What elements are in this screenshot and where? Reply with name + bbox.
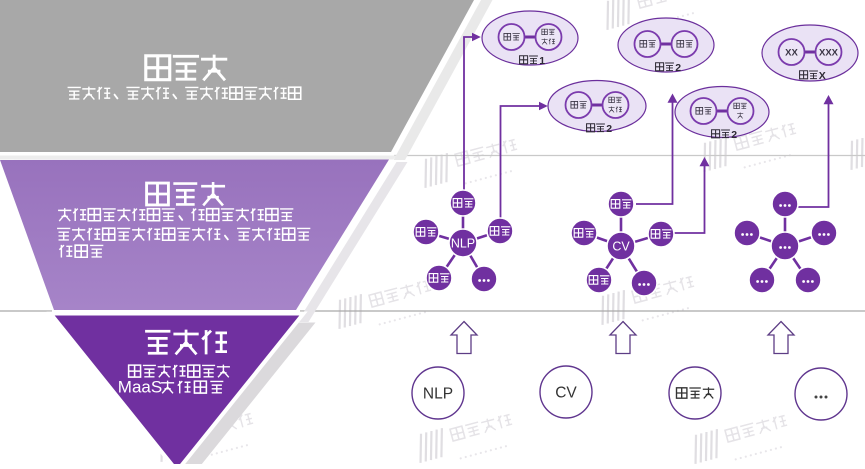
svg-text:X: X — [819, 70, 826, 82]
svg-text:1: 1 — [539, 55, 545, 67]
svg-text:CV: CV — [555, 385, 577, 402]
svg-text:CV: CV — [612, 240, 630, 254]
svg-text:2: 2 — [731, 129, 737, 141]
svg-text:MaaS: MaaS — [118, 378, 162, 397]
svg-text:XX: XX — [785, 48, 798, 59]
svg-text:NLP: NLP — [423, 386, 453, 403]
svg-text:2: 2 — [606, 123, 612, 135]
svg-text:2: 2 — [675, 62, 681, 74]
svg-text:XXX: XXX — [819, 48, 839, 59]
svg-text:NLP: NLP — [451, 237, 475, 251]
